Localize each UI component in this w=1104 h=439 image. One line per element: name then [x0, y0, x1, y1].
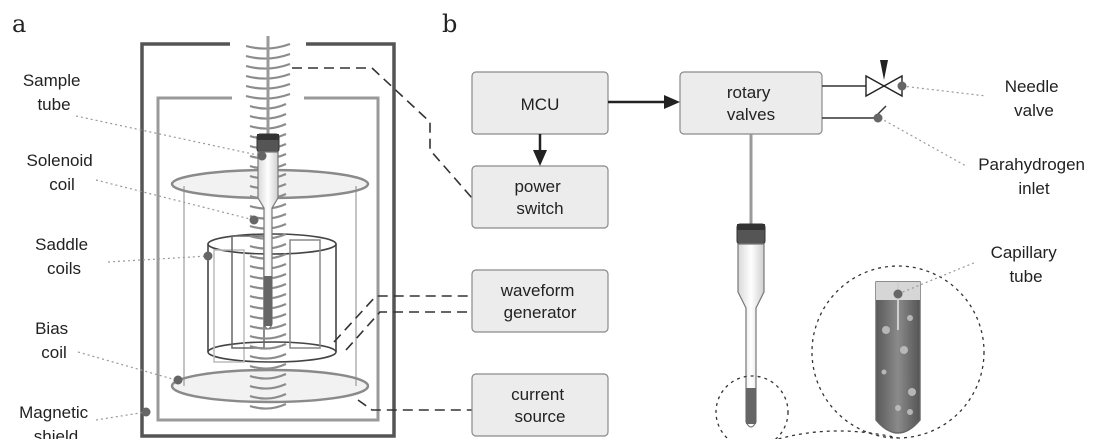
sample-tube-b — [736, 223, 766, 428]
magnetic-shield — [140, 42, 396, 438]
panel-a-letter: a — [12, 10, 26, 38]
solenoid-turn — [249, 372, 287, 380]
sample-tube — [256, 133, 280, 330]
svg-text:power switch: power switch — [514, 177, 565, 218]
solenoid-turn — [249, 332, 287, 340]
label-parahydrogen-inlet: Parahydrogen inlet — [978, 155, 1090, 198]
label-sample-tube: Sample tube — [23, 71, 85, 114]
svg-text:rotary valves: rotary valves — [727, 83, 775, 124]
magnify-circles — [715, 265, 985, 439]
solenoid-turn — [249, 342, 287, 350]
svg-text:waveform generator: waveform generator — [500, 281, 579, 322]
label-needle-valve: Needle valve — [1005, 77, 1064, 120]
arrow-mcu-to-power — [533, 134, 547, 166]
needle-valve-icon — [865, 60, 903, 98]
dashed-wires — [292, 67, 473, 411]
rotary-valves-box: rotary valves — [679, 71, 823, 135]
label-saddle-coils: Saddle coils — [35, 235, 93, 278]
panel-b-leader-dots — [873, 81, 907, 299]
panel-b-leaders — [879, 85, 987, 295]
solenoid-coil — [245, 42, 291, 410]
solenoid-turn — [249, 352, 287, 360]
label-magnetic-shield: Magnetic shield — [19, 403, 93, 439]
svg-text:MCU: MCU — [521, 95, 560, 114]
label-bias-coil: Bias coil — [35, 319, 73, 362]
solenoid-turn — [249, 362, 287, 370]
solenoid-turn — [249, 392, 287, 400]
magnified-capillary — [875, 281, 921, 434]
solenoid-turn — [249, 402, 287, 410]
panel-b-letter: b — [442, 10, 457, 38]
panel-a-leader-dots — [141, 151, 267, 417]
mcu-box: MCU — [471, 71, 609, 135]
waveform-generator-box: waveform generator — [471, 269, 609, 333]
panel-a-leaders — [75, 115, 263, 421]
gas-lines — [822, 85, 874, 119]
label-solenoid-coil: Solenoid coil — [27, 151, 98, 194]
label-capillary-tube: Capillary tube — [991, 243, 1062, 286]
svg-text:current source: current source — [511, 385, 569, 426]
current-source-box: current source — [471, 373, 609, 437]
arrow-mcu-to-rotary — [608, 95, 680, 109]
solenoid-turn — [249, 382, 287, 390]
power-switch-box: power switch — [471, 165, 609, 229]
